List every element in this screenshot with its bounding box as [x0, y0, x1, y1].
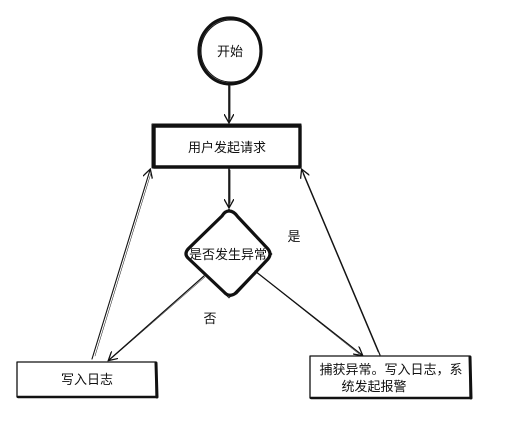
edge-label-yes: 是 — [287, 230, 300, 245]
edge-label-no: 否 — [203, 312, 216, 327]
log-node-label: 写入日志 — [61, 373, 113, 388]
edge-start-to-request — [229, 84, 230, 122]
log-node: 写入日志 — [16, 361, 159, 399]
edge-log-to-request — [91, 170, 151, 360]
edge-request-to-decision — [229, 168, 230, 207]
decision-node-label: 是否发生异常 — [189, 247, 267, 263]
start-node: 开始 — [197, 16, 263, 86]
alarm-node-label-line1: 捕获异常。写入日志，系 — [319, 362, 462, 378]
request-node: 用户发起请求 — [151, 123, 302, 169]
edge-decision-to-log — [109, 275, 206, 360]
request-node-label: 用户发起请求 — [188, 140, 266, 156]
alarm-node-label-line2: 统发起报警 — [341, 379, 406, 395]
start-node-label: 开始 — [217, 45, 243, 60]
decision-node: 是否发生异常 — [184, 208, 273, 299]
edge-decision-to-alarm — [254, 270, 362, 355]
edge-alarm-to-request — [302, 170, 381, 356]
alarm-node: 捕获异常。写入日志，系 统发起报警 — [309, 355, 473, 400]
